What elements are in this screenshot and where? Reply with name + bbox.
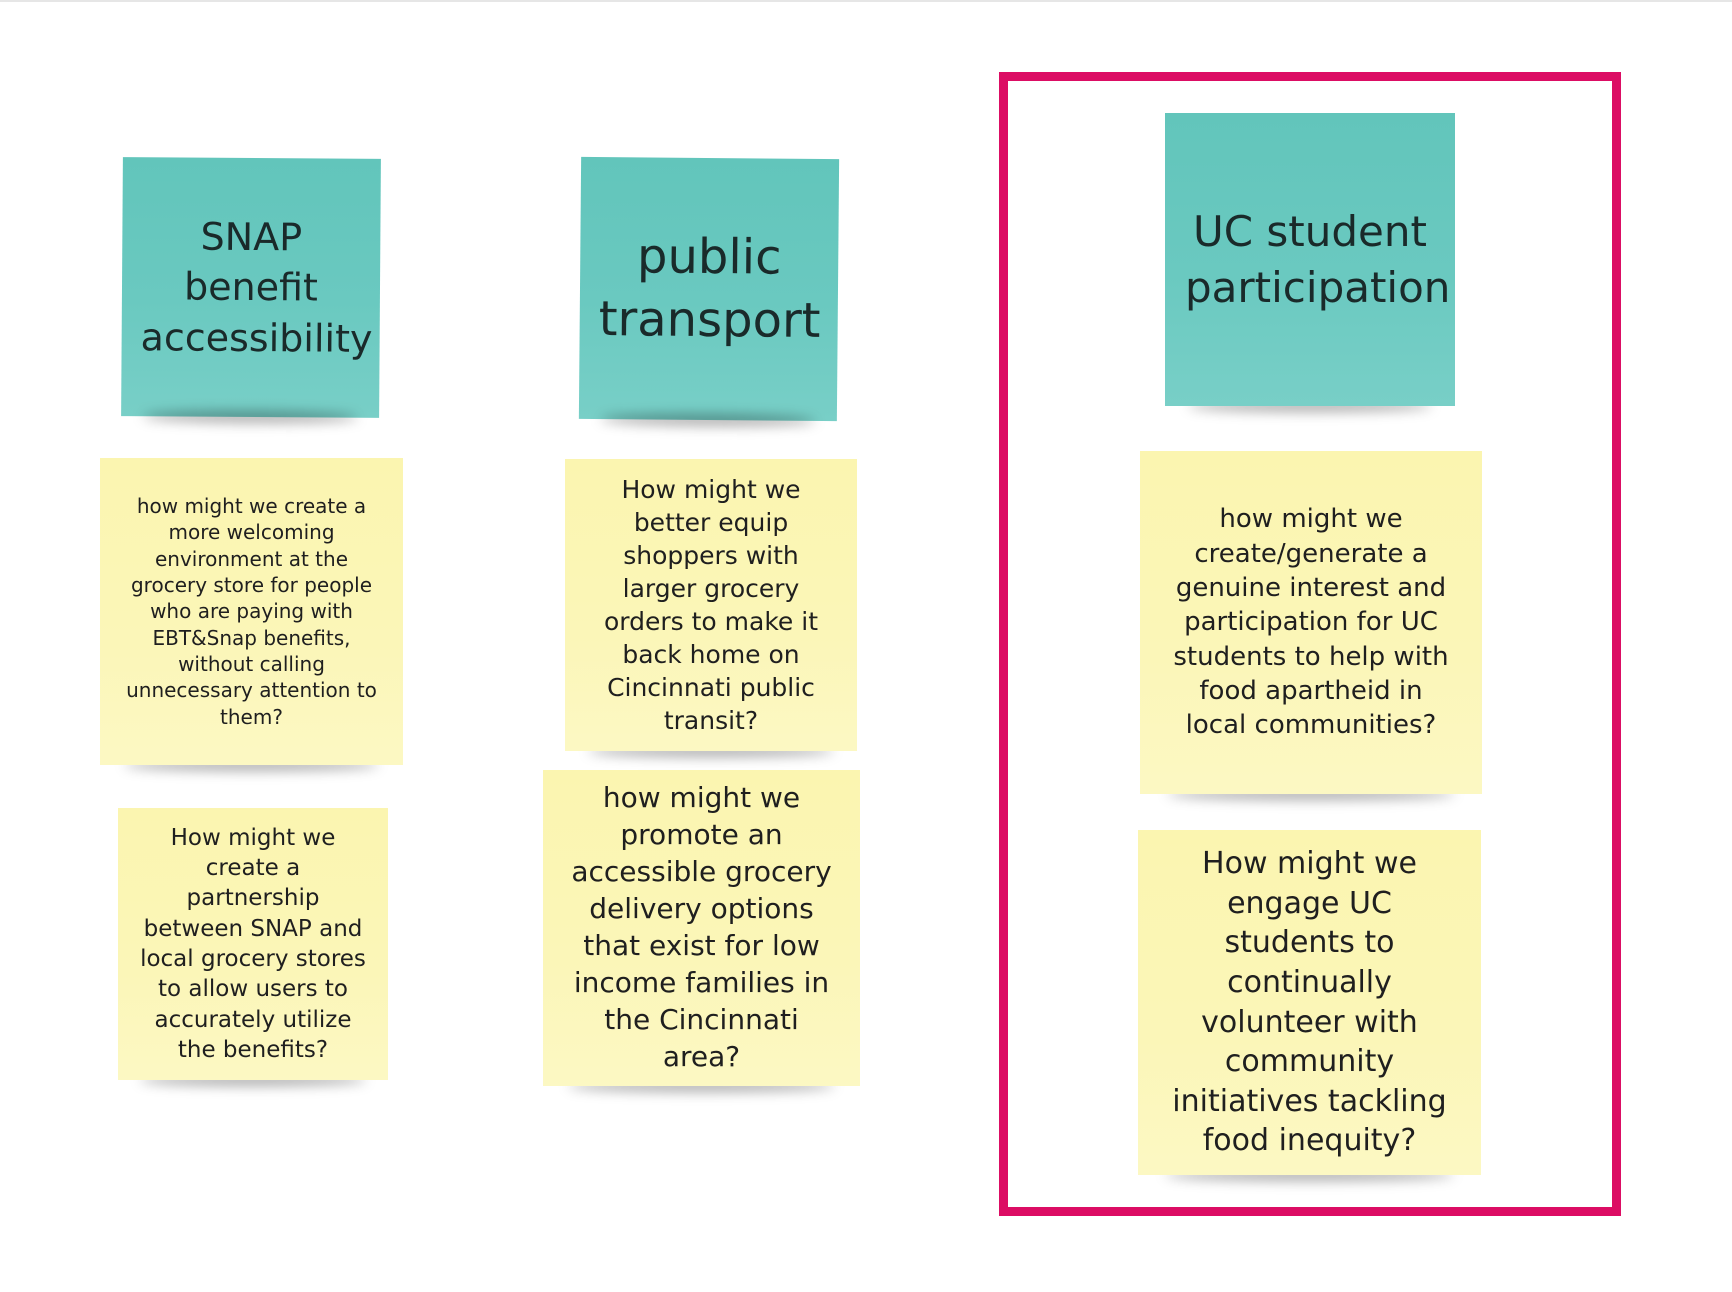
header-sticky-label: public transport bbox=[598, 228, 821, 349]
sticky-note[interactable]: how might we promote an accessible groce… bbox=[543, 770, 860, 1086]
header-sticky-label: SNAP benefit accessibility bbox=[140, 214, 373, 361]
sticky-note-text: How might we better equip shoppers with … bbox=[603, 475, 818, 735]
canvas-top-border bbox=[0, 0, 1732, 2]
header-sticky-snap[interactable]: SNAP benefit accessibility bbox=[121, 157, 381, 418]
highlight-frame[interactable] bbox=[999, 72, 1621, 1216]
sticky-note[interactable]: How might we engage UC students to conti… bbox=[1138, 830, 1481, 1175]
sticky-note[interactable]: how might we create a more welcoming env… bbox=[100, 458, 403, 765]
sticky-note-text: how might we promote an accessible groce… bbox=[571, 781, 832, 1073]
header-sticky-transport[interactable]: public transport bbox=[578, 156, 840, 422]
header-sticky-uc[interactable]: UC student participation bbox=[1165, 113, 1455, 406]
sticky-note-text: How might we engage UC students to conti… bbox=[1172, 846, 1447, 1159]
header-sticky-label: UC student participation bbox=[1185, 207, 1451, 312]
sticky-note[interactable]: how might we create/generate a genuine i… bbox=[1140, 451, 1482, 794]
sticky-note-text: how might we create a more welcoming env… bbox=[126, 493, 377, 729]
sticky-note[interactable]: How might we better equip shoppers with … bbox=[565, 459, 857, 751]
sticky-note[interactable]: How might we create a partnership betwee… bbox=[118, 808, 388, 1080]
sticky-note-text: how might we create/generate a genuine i… bbox=[1173, 504, 1449, 741]
sticky-note-text: How might we create a partnership betwee… bbox=[140, 824, 366, 1064]
